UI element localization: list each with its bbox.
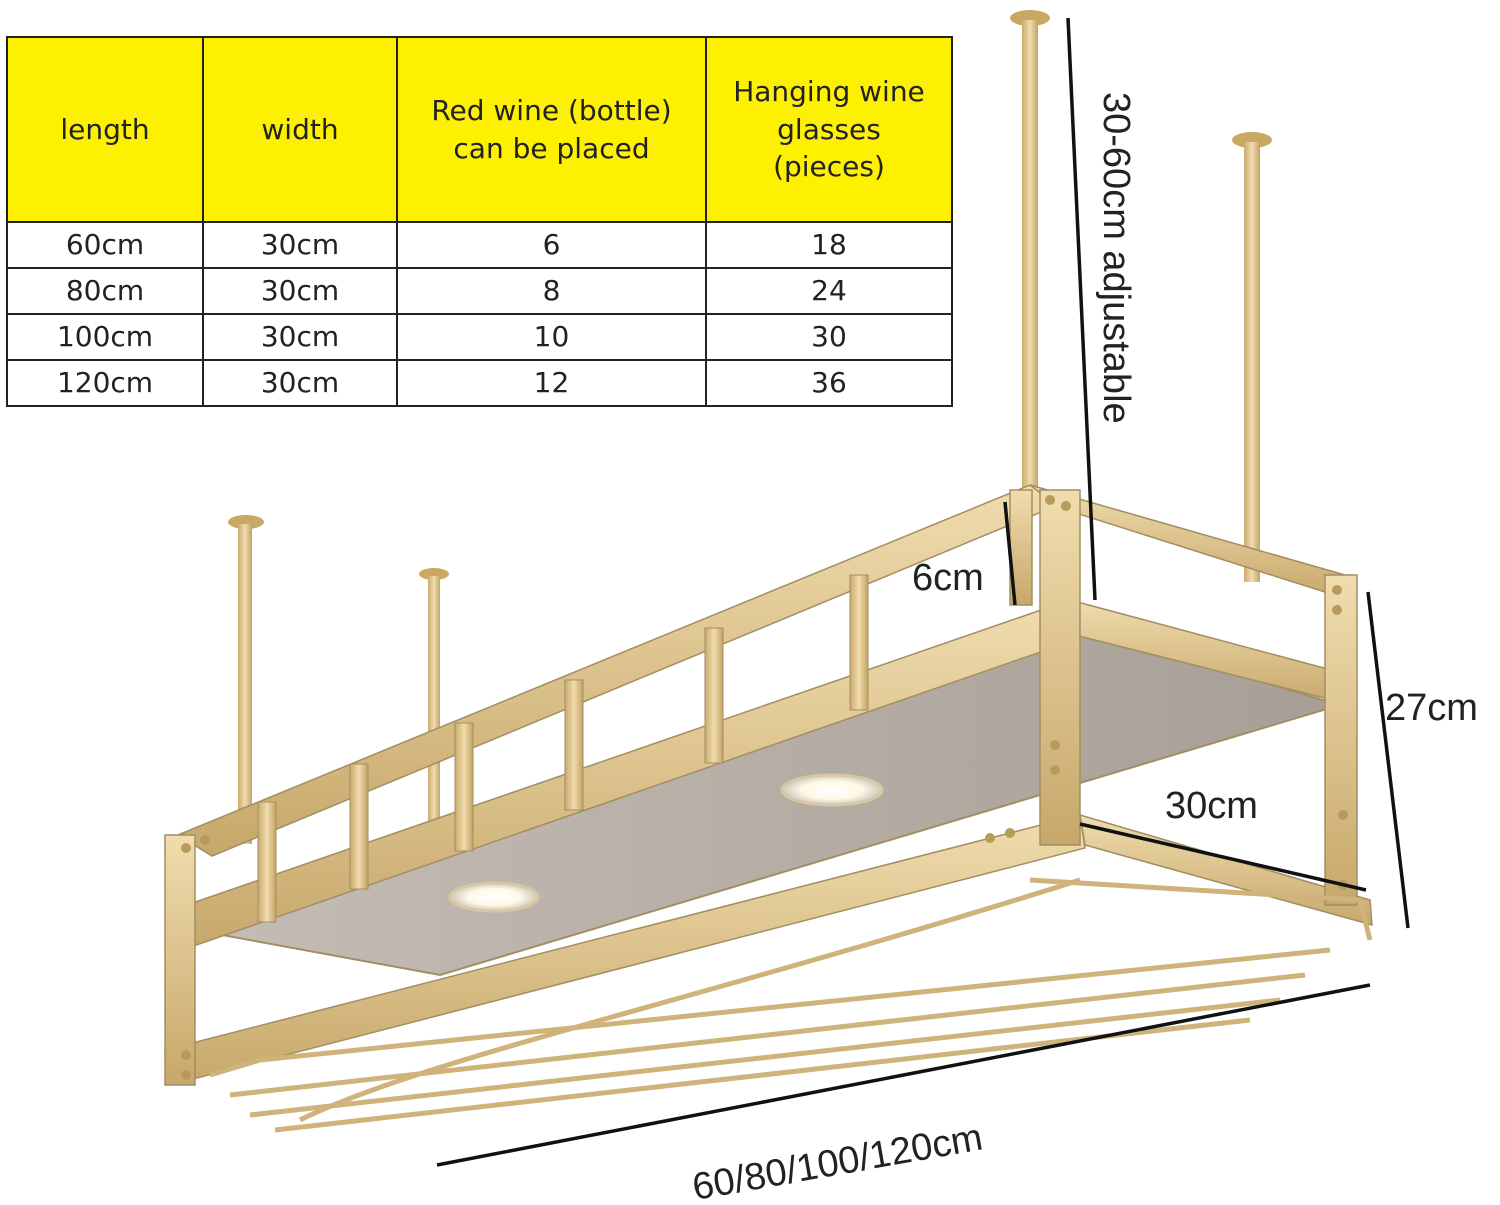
cell-width: 30cm — [202, 359, 398, 407]
cell-bottles: 6 — [396, 221, 707, 269]
cell-length: 80cm — [6, 267, 204, 315]
cell-bottles: 12 — [396, 359, 707, 407]
table-row: 80cm 30cm 8 24 — [6, 267, 953, 315]
table-row: 120cm 30cm 12 36 — [6, 359, 953, 407]
shelf-light-right — [780, 773, 884, 807]
table-row: 60cm 30cm 6 18 — [6, 221, 953, 269]
spec-table: length width Red wine (bottle) can be pl… — [6, 36, 953, 407]
table-row: 100cm 30cm 10 30 — [6, 313, 953, 361]
rail-height-line — [1003, 501, 1017, 606]
header-red-wine: Red wine (bottle) can be placed — [396, 36, 707, 223]
cell-bottles: 10 — [396, 313, 707, 361]
ceiling-rod-front-right — [1232, 132, 1272, 582]
frame-bolts — [181, 495, 1348, 1080]
rail-balusters — [257, 574, 869, 923]
total-height-line — [1366, 591, 1410, 929]
cell-width: 30cm — [202, 221, 398, 269]
header-wine-glasses: Hanging wine glasses (pieces) — [705, 36, 953, 223]
length-label: 60/80/100/120cm — [689, 1117, 986, 1205]
length-line — [436, 983, 1371, 1167]
cell-length: 100cm — [6, 313, 204, 361]
rack-frame — [164, 484, 1373, 1086]
cell-bottles: 8 — [396, 267, 707, 315]
cell-width: 30cm — [202, 313, 398, 361]
header-width: width — [202, 36, 398, 223]
cell-width: 30cm — [202, 267, 398, 315]
ceiling-rod-back-right — [1010, 10, 1050, 510]
header-length: length — [6, 36, 204, 223]
cell-glasses: 18 — [705, 221, 953, 269]
rail-height-label: 6cm — [912, 557, 984, 599]
table-header-row: length width Red wine (bottle) can be pl… — [6, 36, 953, 223]
cell-length: 120cm — [6, 359, 204, 407]
cell-length: 60cm — [6, 221, 204, 269]
cell-glasses: 30 — [705, 313, 953, 361]
glass-hanger-rails — [209, 877, 1373, 1133]
cell-glasses: 36 — [705, 359, 953, 407]
total-height-label: 27cm — [1385, 687, 1478, 729]
dimension-lines — [436, 17, 1410, 1167]
cell-glasses: 24 — [705, 267, 953, 315]
depth-line — [1079, 822, 1367, 892]
ceiling-rod-front-left — [419, 568, 449, 826]
depth-label: 30cm — [1165, 785, 1258, 827]
rod-height-line — [1066, 17, 1097, 601]
ceiling-rod-back-left — [228, 515, 264, 844]
shelf-light-left — [448, 881, 540, 913]
rod-height-label: 30-60cm adjustable — [1095, 92, 1137, 424]
